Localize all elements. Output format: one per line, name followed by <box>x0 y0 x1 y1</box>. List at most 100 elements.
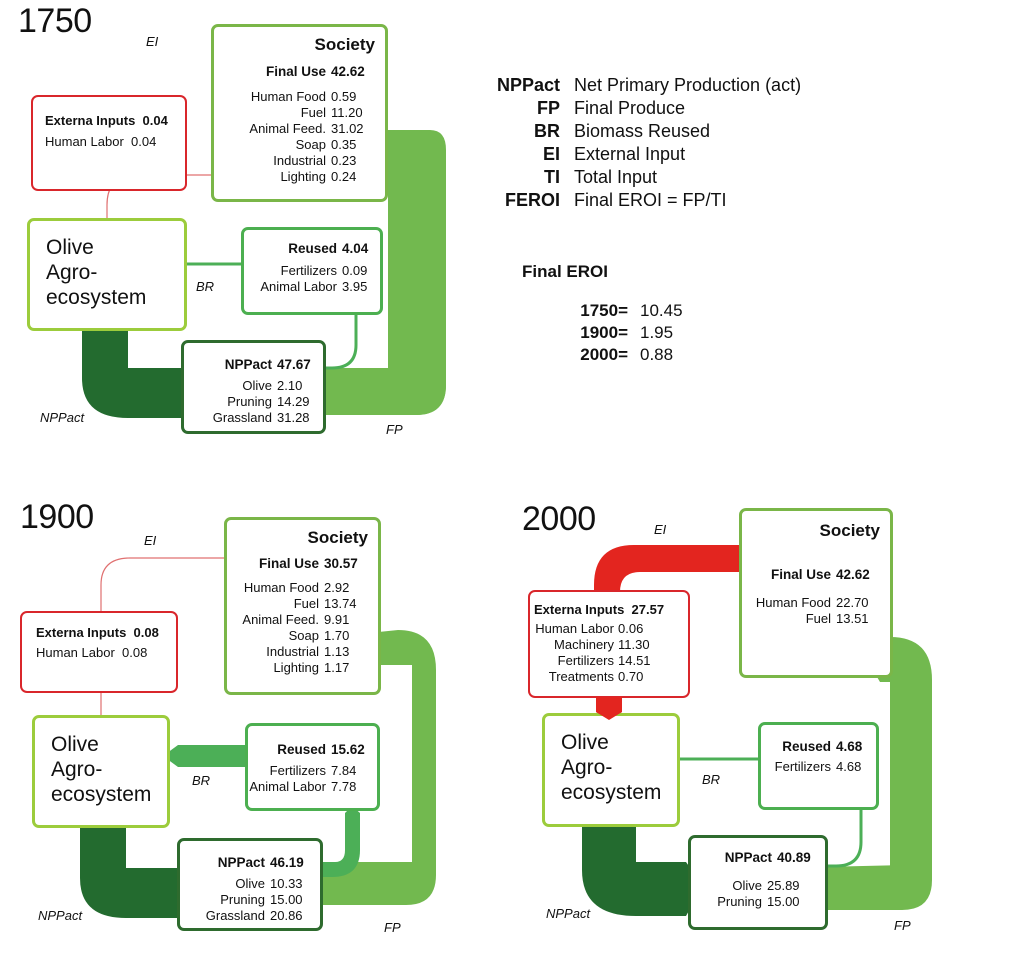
final-use-value: 42.62 <box>836 567 870 582</box>
br-return-1750 <box>315 308 358 370</box>
npp-value: 47.67 <box>277 357 311 372</box>
legend-abbr: NPPact <box>496 75 560 95</box>
agro-line: Agro- <box>51 758 103 781</box>
item-value: 1.13 <box>324 644 350 659</box>
br-label: BR <box>192 773 211 788</box>
external-title: Externa Inputs <box>534 602 625 617</box>
item-label: Fertilizers <box>557 653 614 668</box>
item-value: 22.70 <box>836 595 869 610</box>
external-title-row: Externa Inputs 0.04 <box>45 113 185 128</box>
item-value: 0.35 <box>331 137 357 152</box>
npp-item: Pruning 14.29 <box>184 394 321 410</box>
item-value: 0.24 <box>331 169 357 184</box>
fp-flow-2000-base <box>820 713 932 910</box>
item-label: Fuel <box>805 611 831 626</box>
item-label: Human Labor <box>45 134 124 149</box>
item-label: Grassland <box>212 410 272 425</box>
item-label: Pruning <box>717 894 762 909</box>
item-label: Industrial <box>273 153 326 168</box>
npp-item: Grassland 31.28 <box>184 410 321 426</box>
external-title: Externa Inputs <box>45 113 136 128</box>
item-value: 31.28 <box>277 410 310 425</box>
item-label: Human Labor <box>535 621 614 636</box>
agro-line: ecosystem <box>51 783 152 806</box>
ei-flow-1900 <box>100 557 228 718</box>
final-eroi-table: 1750=10.45 1900=1.95 2000=0.88 <box>522 300 682 366</box>
society-title: Society <box>307 528 368 547</box>
item-label: Pruning <box>227 394 272 409</box>
item-value: 4.68 <box>836 759 862 774</box>
item-label: Olive <box>732 878 762 893</box>
item-label: Lighting <box>280 169 326 184</box>
reused-title: Reused <box>782 739 831 754</box>
eroi-value: 1.95 <box>640 323 674 342</box>
ei-label: EI <box>144 533 157 548</box>
reused-item: Fertilizers 4.68 <box>761 759 866 775</box>
item-value: 11.30 <box>618 637 650 652</box>
eroi-value: 0.88 <box>640 345 674 364</box>
item-label: Animal Feed. <box>249 121 326 136</box>
npp-label: NPPact <box>40 410 85 425</box>
eroi-row: 1750=10.45 <box>522 300 682 322</box>
society-item: Lighting 0.24 <box>214 169 375 185</box>
item-label: Human Labor <box>36 645 115 660</box>
item-value: 14.29 <box>277 394 310 409</box>
final-use-value: 30.57 <box>324 556 358 571</box>
npp-flow-1900 <box>80 820 196 918</box>
ei-flow-2000 <box>594 545 740 594</box>
item-value: 0.08 <box>122 645 148 660</box>
item-label: Animal Feed. <box>242 612 319 627</box>
item-label: Animal Labor <box>260 279 337 294</box>
item-value: 10.33 <box>270 876 303 891</box>
final-use-value: 42.62 <box>331 64 365 79</box>
item-label: Fertilizers <box>774 759 831 774</box>
item-label: Human Food <box>243 580 319 595</box>
item-value: 1.70 <box>324 628 350 643</box>
item-label: Animal Labor <box>249 779 326 794</box>
npp-flow-2000 <box>582 817 703 916</box>
item-label: Fuel <box>300 105 326 120</box>
fp-flow-1750-bend <box>315 130 446 415</box>
external-value: 27.57 <box>631 602 665 617</box>
legend-abbr: FEROI <box>504 190 560 210</box>
item-value: 0.09 <box>342 263 368 278</box>
external-item: Human Labor 0.08 <box>36 645 176 660</box>
panel-year: 1900 <box>20 498 94 536</box>
item-label: Fertilizers <box>269 763 326 778</box>
agro-line: Olive <box>46 236 94 259</box>
npp-value: 40.89 <box>777 850 811 865</box>
item-value: 0.06 <box>618 621 644 636</box>
ei-label: EI <box>654 522 667 537</box>
item-value: 31.02 <box>331 121 364 136</box>
br-return-1900 <box>318 806 360 877</box>
item-value: 15.00 <box>767 894 800 909</box>
item-label: Fertilizers <box>280 263 337 278</box>
item-label: Industrial <box>266 644 319 659</box>
item-value: 13.51 <box>836 611 869 626</box>
final-use-label: Final Use <box>258 556 319 571</box>
reused-value: 4.04 <box>342 241 369 256</box>
reused-box: Reused 4.68 Fertilizers 4.68 <box>758 722 879 810</box>
